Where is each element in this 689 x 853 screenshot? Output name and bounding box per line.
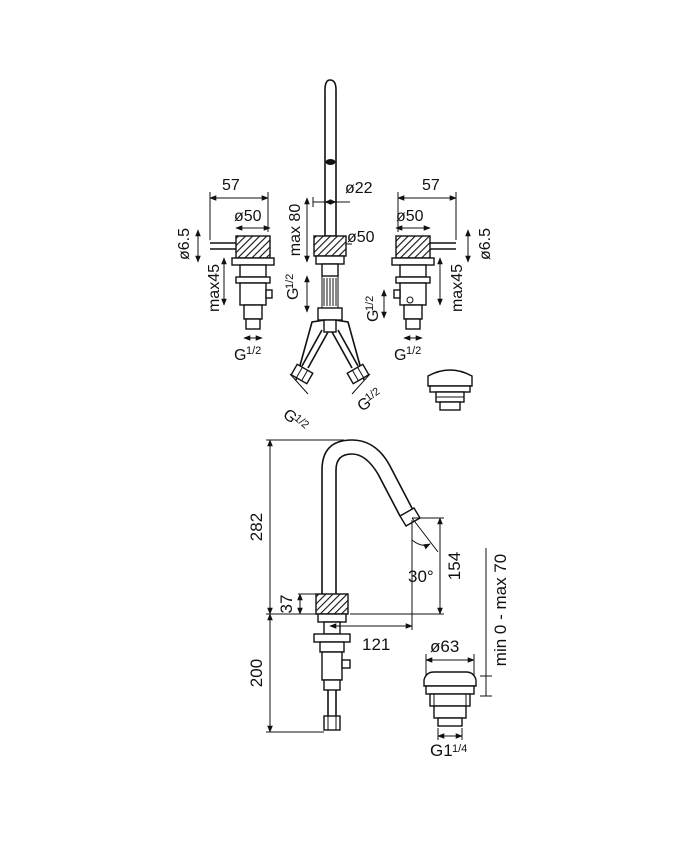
right-valve-diameter-label: ø50 — [396, 208, 424, 225]
right-valve-height-label: max45 — [449, 264, 466, 312]
left-valve-height-label: max45 — [206, 264, 223, 312]
side-view: 282 37 200 121 154 30° ø63 — [247, 439, 510, 760]
spout-pipe — [313, 79, 347, 333]
left-valve-lever-label: ø6.5 — [176, 228, 193, 260]
right-valve-connection-frac: 1/2 — [406, 345, 421, 357]
right-valve: 57 ø50 ø6.5 max45 G 1/2 G 1/2 — [364, 177, 494, 364]
waste-side-view: ø63 min 0 - max 70 G1 1/4 — [423, 548, 510, 760]
left-valve: 57 ø50 ø6.5 max45 G 1/2 — [176, 177, 275, 364]
spout-connection-g: G — [285, 288, 302, 300]
below-deck-label: 200 — [247, 659, 266, 687]
hoses: G 1/2 G 1/2 — [279, 319, 382, 431]
left-valve-width-label: 57 — [222, 177, 240, 194]
waste-connection-label: G1 — [430, 741, 453, 760]
right-valve-side-frac: 1/2 — [364, 296, 376, 311]
left-valve-connection-g: G — [234, 347, 246, 364]
right-valve-side-g: G — [365, 310, 382, 322]
top-assembly: ø22 ø50 max 80 G 1/2 — [176, 79, 494, 431]
spout-base-hatched — [313, 235, 347, 257]
angle-label: 30° — [408, 567, 434, 586]
right-valve-connection-g: G — [394, 347, 406, 364]
waste-range-label: min 0 - max 70 — [491, 554, 510, 666]
spout-diameter-label: ø22 — [345, 180, 373, 197]
outlet-height-label: 154 — [445, 552, 464, 580]
height-total-label: 282 — [247, 513, 266, 541]
base-height-label: 37 — [277, 595, 296, 614]
reach-label: 121 — [362, 635, 390, 654]
right-valve-width-label: 57 — [422, 177, 440, 194]
spout-dimensions: ø22 ø50 max 80 G 1/2 — [284, 180, 375, 313]
waste-top-view — [427, 369, 473, 411]
spout-base-diameter-label: ø50 — [347, 229, 375, 246]
left-valve-connection-frac: 1/2 — [246, 345, 261, 357]
side-base-hatched — [315, 593, 349, 615]
waste-diameter-label: ø63 — [430, 637, 459, 656]
right-valve-lever-label: ø6.5 — [477, 228, 494, 260]
left-valve-diameter-label: ø50 — [234, 208, 262, 225]
waste-connection-frac: 1/4 — [452, 743, 467, 755]
spout-connection-frac: 1/2 — [284, 274, 296, 289]
spout-height-label: max 80 — [287, 204, 304, 257]
